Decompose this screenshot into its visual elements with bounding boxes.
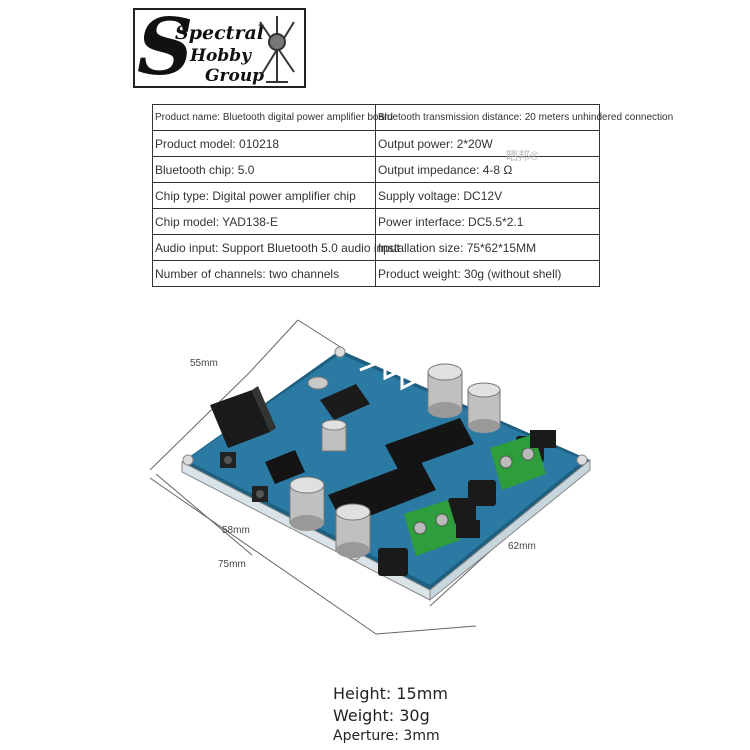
spec-row: Product name: Bluetooth digital power am… — [152, 104, 673, 131]
spec-table: Product name: Bluetooth digital power am… — [152, 104, 673, 287]
dc-jack — [210, 386, 276, 448]
speaker-terminals — [404, 434, 546, 556]
spec-cell-right: Output power: 2*20W — [375, 130, 600, 157]
dim-label-75: 75mm — [218, 559, 246, 570]
spec-cell-left: Number of channels: two channels — [152, 260, 376, 287]
spec-cell-right: Power interface: DC5.5*2.1 — [375, 208, 600, 235]
dim-line-62 — [429, 459, 591, 607]
logo-line-1: Spectral — [175, 22, 264, 44]
watermark: 晒邦® — [506, 149, 539, 163]
dim-label-62: 62mm — [508, 541, 536, 552]
logo-s-glyph: S — [137, 2, 194, 93]
height-spec: Height: 15mm — [333, 684, 448, 703]
weight-spec: Weight: 30g — [333, 706, 430, 725]
spec-cell-right: Supply voltage: DC12V — [375, 182, 600, 209]
aperture-spec: Aperture: 3mm — [333, 728, 440, 744]
spec-cell-left: Audio input: Support Bluetooth 5.0 audio… — [152, 234, 400, 261]
dim-label-58: 58mm — [222, 525, 250, 536]
dim-line-75 — [149, 477, 377, 635]
brand-logo: S Spectral Hobby Group — [133, 2, 306, 93]
spec-cell-left: Product model: 010218 — [152, 130, 376, 157]
spec-cell-left: Bluetooth chip: 5.0 — [152, 156, 376, 183]
capacitors — [289, 363, 501, 558]
logo-line-3: Group — [205, 66, 265, 86]
spec-cell-left: Product name: Bluetooth digital power am… — [152, 104, 393, 131]
dim-line-58 — [155, 473, 253, 556]
spec-cell-right: Bluetooth transmission distance: 20 mete… — [375, 104, 673, 131]
spec-cell-left: Chip type: Digital power amplifier chip — [152, 182, 376, 209]
spec-cell-right: Output impedance: 4-8 Ω — [375, 156, 600, 183]
spec-cell-right: Product weight: 30g (without shell) — [375, 260, 600, 287]
spec-row: Audio input: Support Bluetooth 5.0 audio… — [152, 234, 600, 261]
dim-label-55: 55mm — [190, 358, 218, 369]
dim-line-55 — [249, 319, 299, 373]
spec-cell-left: Chip model: YAD138-E — [152, 208, 376, 235]
robot-mech-icon — [259, 16, 295, 83]
logo-line-2: Hobby — [190, 46, 252, 66]
spec-cell-right: Installation size: 75*62*15MM — [375, 234, 600, 261]
